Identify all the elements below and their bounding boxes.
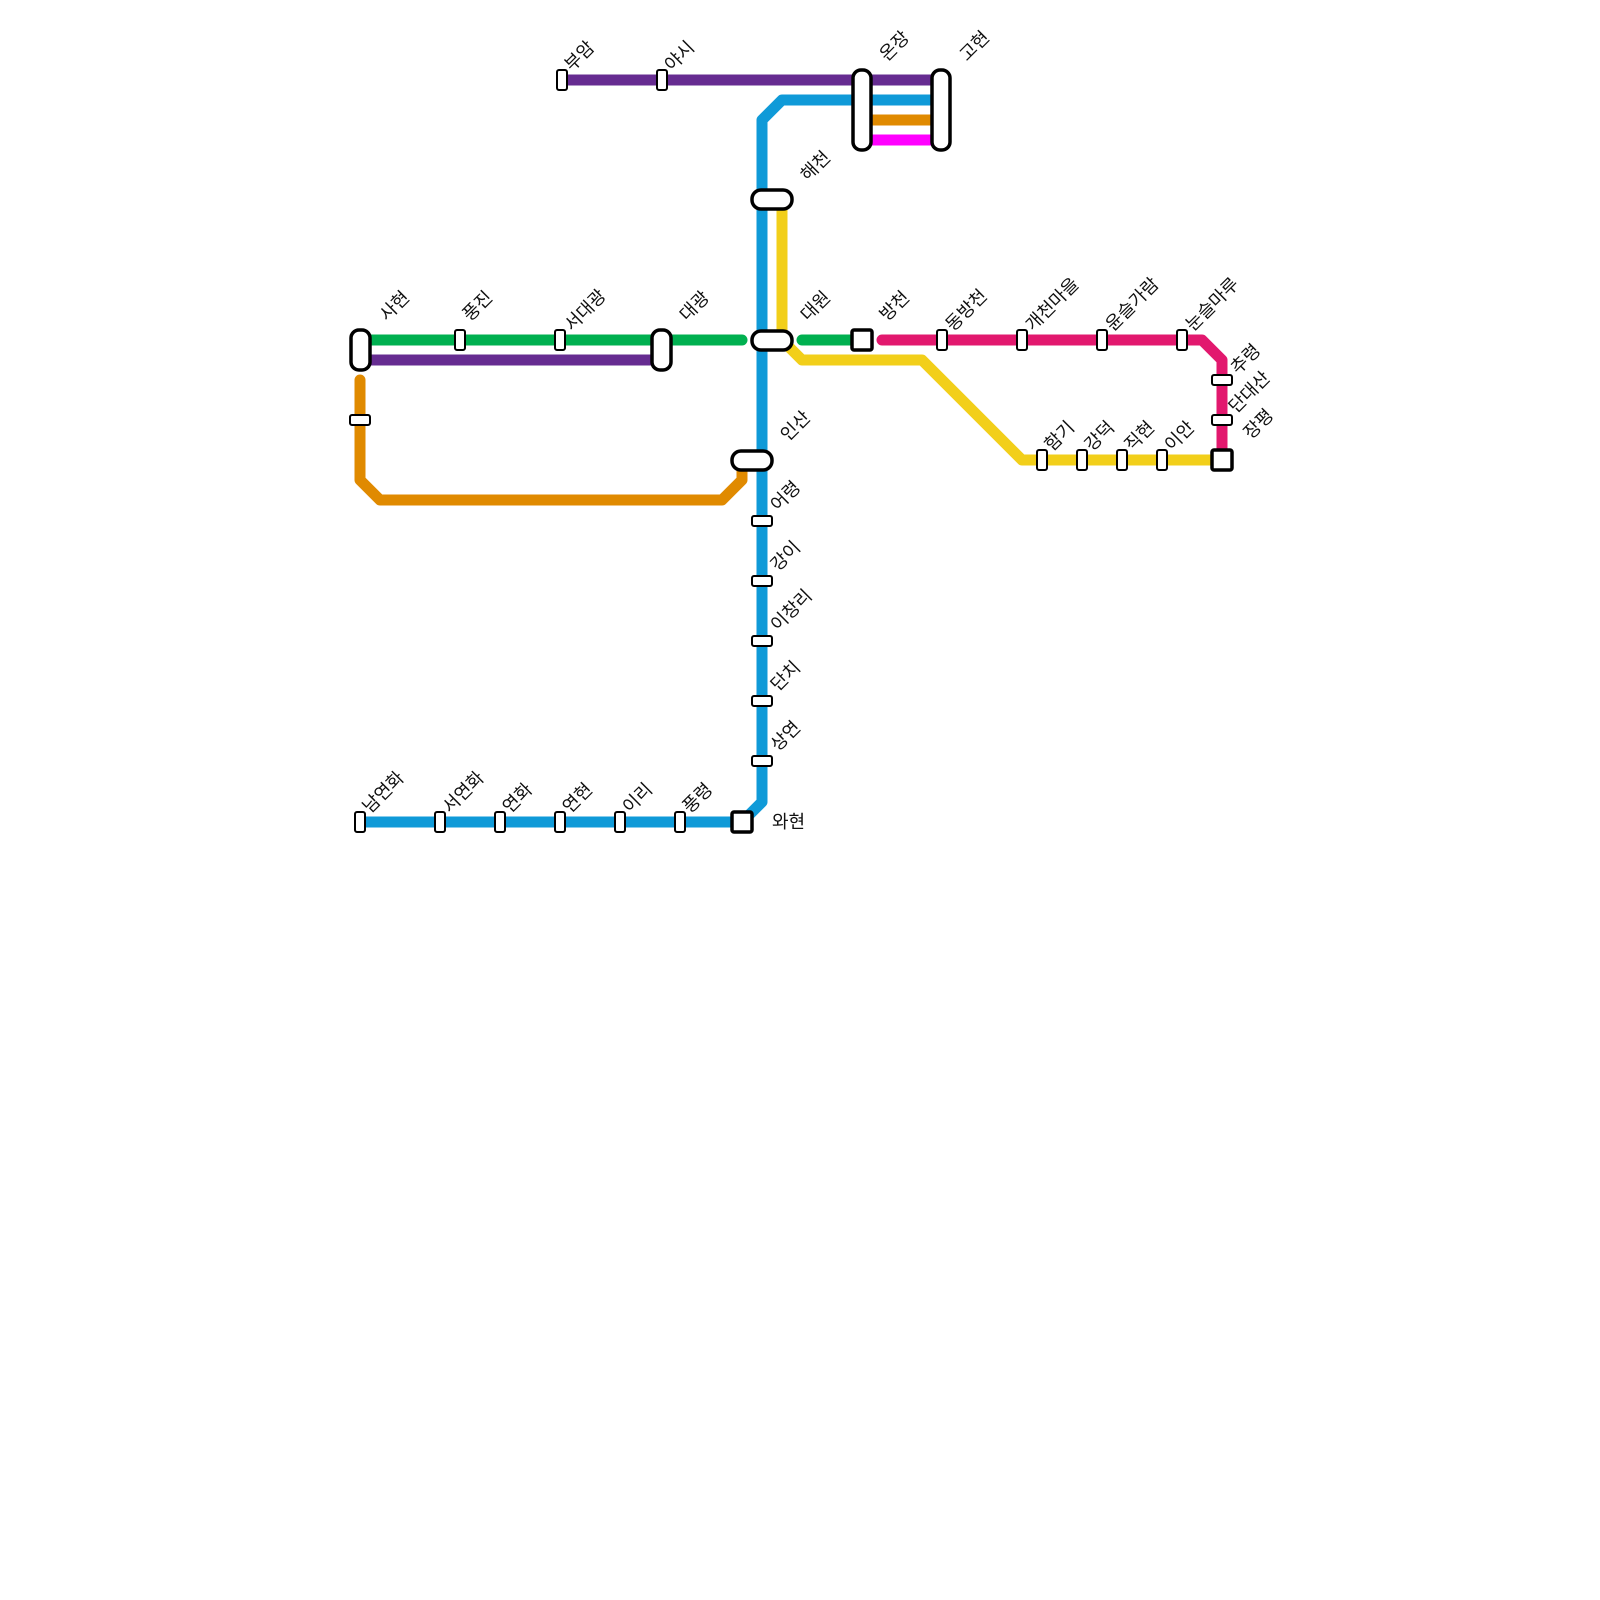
station-danchi[interactable] xyxy=(751,695,773,707)
station-jangpyeong[interactable] xyxy=(1210,448,1234,472)
label-dongbangcheon: 동방천 xyxy=(942,286,992,336)
label-yunseulgaram: 윤슬가람 xyxy=(1102,274,1164,336)
line-blue[interactable] xyxy=(354,94,951,828)
station-labels: 부암 야시 온장 고현 해천 사현 풍진 서대광 대광 대원 방천 동방천 개천… xyxy=(359,27,1278,833)
stations xyxy=(349,68,1234,834)
station-seodaegwang[interactable] xyxy=(554,329,566,351)
label-wahyeon: 와현 xyxy=(772,812,805,833)
station-nunseulmaru[interactable] xyxy=(1176,329,1188,351)
station-ian[interactable] xyxy=(1156,449,1168,471)
station-gaecheonmaeul[interactable] xyxy=(1016,329,1028,351)
label-namyeonhwa: 남연화 xyxy=(359,768,409,818)
line-pink[interactable] xyxy=(876,334,1228,466)
station-gohyeon[interactable] xyxy=(930,68,952,152)
label-insan: 인산 xyxy=(777,407,815,445)
station-sangyeon[interactable] xyxy=(751,755,773,767)
station-haecheon[interactable] xyxy=(750,188,794,211)
line-orange[interactable] xyxy=(354,374,748,506)
label-ichangri: 이창리 xyxy=(767,586,817,636)
station-eoryeong[interactable] xyxy=(751,515,773,527)
station-ichangri[interactable] xyxy=(751,635,773,647)
station-gangi[interactable] xyxy=(751,575,773,587)
station-insan[interactable] xyxy=(730,449,774,472)
station-seoyeonhwa[interactable] xyxy=(434,811,446,833)
label-nunseulmaru: 눈슬마루 xyxy=(1182,274,1244,336)
line-yellow[interactable] xyxy=(776,194,1228,466)
station-iri[interactable] xyxy=(614,811,626,833)
station-chuong[interactable] xyxy=(1211,374,1233,386)
label-seoyeonhwa: 서연화 xyxy=(439,768,489,818)
station-dongbangcheon[interactable] xyxy=(936,329,948,351)
label-sahyeon: 사현 xyxy=(376,287,414,325)
station-orange-unnamed[interactable] xyxy=(349,414,371,426)
station-pungryeong[interactable] xyxy=(674,811,686,833)
station-yeonhyeon[interactable] xyxy=(554,811,566,833)
station-gangdeok[interactable] xyxy=(1076,449,1088,471)
label-seodaegwang: 서대광 xyxy=(561,286,611,336)
station-namyeonhwa[interactable] xyxy=(354,811,366,833)
label-sangyeon: 상연 xyxy=(767,717,805,755)
station-buam[interactable] xyxy=(556,69,568,91)
station-hamgi[interactable] xyxy=(1036,449,1048,471)
station-daewon[interactable] xyxy=(750,329,794,352)
label-onjang: 온장 xyxy=(876,27,914,65)
station-onjang[interactable] xyxy=(851,68,873,152)
label-danchi: 단치 xyxy=(767,657,805,695)
station-pungjin[interactable] xyxy=(454,329,466,351)
label-daewon: 대원 xyxy=(797,287,835,325)
station-wahyeon[interactable] xyxy=(730,810,754,834)
station-dandaesan[interactable] xyxy=(1211,414,1233,426)
station-yunseulgaram[interactable] xyxy=(1096,329,1108,351)
label-gangi: 강이 xyxy=(767,537,805,575)
station-daegwang[interactable] xyxy=(650,328,673,372)
label-daegwang: 대광 xyxy=(676,287,714,325)
label-gaecheonmaeul: 개천마을 xyxy=(1022,274,1084,336)
station-sahyeon[interactable] xyxy=(349,328,372,372)
label-haecheon: 해천 xyxy=(797,147,835,185)
station-yasi[interactable] xyxy=(656,69,668,91)
label-gohyeon: 고현 xyxy=(956,27,994,65)
label-pungjin: 풍진 xyxy=(459,287,497,325)
station-bangcheon[interactable] xyxy=(850,328,874,352)
label-eoryeong: 어령 xyxy=(767,477,805,515)
station-jikhyeon[interactable] xyxy=(1116,449,1128,471)
station-yeonhwa[interactable] xyxy=(494,811,506,833)
label-bangcheon: 방천 xyxy=(876,287,914,325)
